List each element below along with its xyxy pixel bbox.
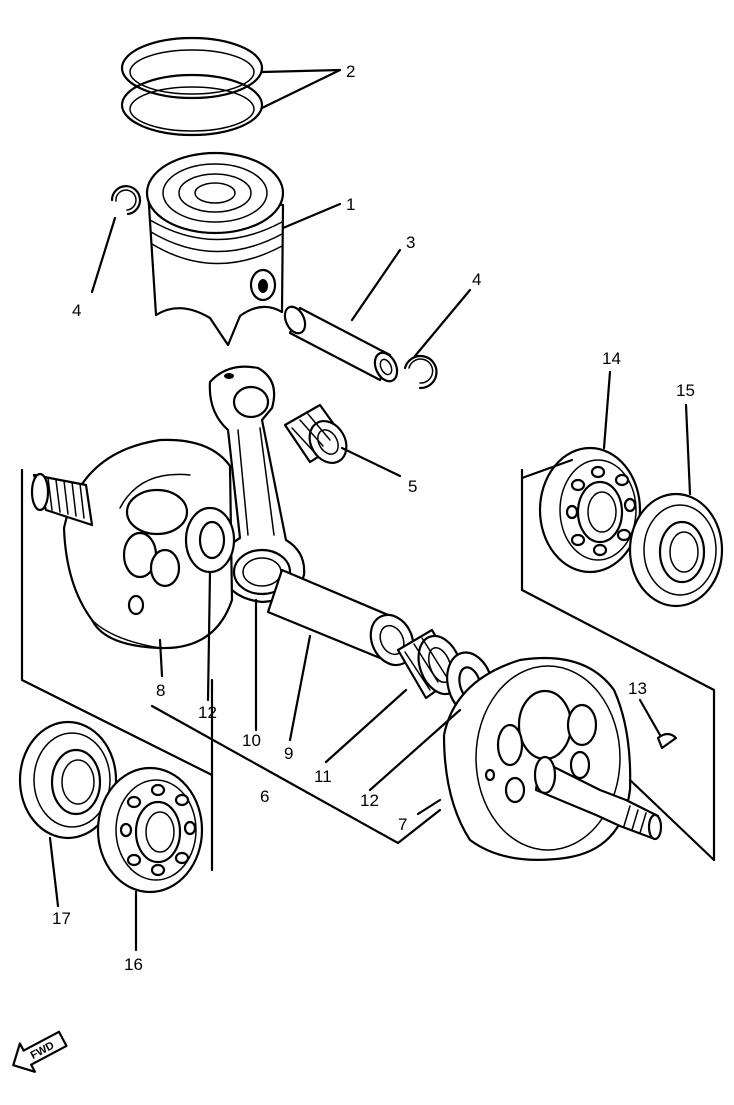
crank-pin bbox=[266, 568, 415, 667]
crank-web-right bbox=[442, 656, 632, 861]
leader-lines bbox=[48, 68, 692, 952]
piston-ring-top bbox=[120, 36, 264, 100]
crankshaft-left-spline bbox=[30, 472, 94, 527]
oil-seal-left bbox=[18, 720, 118, 840]
callout-16: 16 bbox=[124, 955, 143, 974]
bearing-right-inner bbox=[538, 446, 642, 574]
callout-4-left: 4 bbox=[72, 301, 81, 320]
callout-6: 6 bbox=[260, 787, 269, 806]
small-end-bearing bbox=[283, 403, 348, 464]
callout-8: 8 bbox=[156, 681, 165, 700]
bearing-left bbox=[96, 766, 204, 894]
callout-12-right: 12 bbox=[360, 791, 379, 810]
callout-1: 1 bbox=[346, 195, 355, 214]
callout-14: 15 bbox=[676, 381, 695, 400]
callout-2: 2 bbox=[346, 62, 355, 81]
oil-seal-right bbox=[628, 492, 724, 608]
piston-pin bbox=[283, 305, 399, 383]
callout-15: 13 bbox=[628, 679, 647, 698]
assembly-bracket-lines bbox=[20, 458, 716, 872]
piston-ring-bottom bbox=[120, 73, 264, 137]
callout-3: 3 bbox=[406, 233, 415, 252]
callout-13: 14 bbox=[602, 349, 621, 368]
callout-9: 9 bbox=[284, 744, 293, 763]
callout-4-right: 4 bbox=[472, 270, 481, 289]
woodruff-key bbox=[656, 732, 678, 750]
piston bbox=[145, 151, 285, 347]
thrust-washer-left bbox=[184, 506, 236, 574]
forward-direction-arrow-icon: FWD bbox=[12, 1030, 68, 1073]
callout-17: 17 bbox=[52, 909, 71, 928]
callout-12-left: 12 bbox=[198, 703, 217, 722]
callout-11: 11 bbox=[314, 767, 332, 786]
callout-labels: 2 1 3 4 4 5 14 15 8 12 10 9 6 11 12 7 13… bbox=[52, 62, 695, 974]
callout-5: 5 bbox=[408, 477, 417, 496]
callout-7: 7 bbox=[398, 815, 407, 834]
circlip-left bbox=[110, 185, 142, 216]
callout-10: 10 bbox=[242, 731, 261, 750]
crank-web-left bbox=[62, 438, 234, 650]
crankshaft-right-taper bbox=[533, 755, 663, 841]
circlip-right bbox=[403, 354, 438, 390]
